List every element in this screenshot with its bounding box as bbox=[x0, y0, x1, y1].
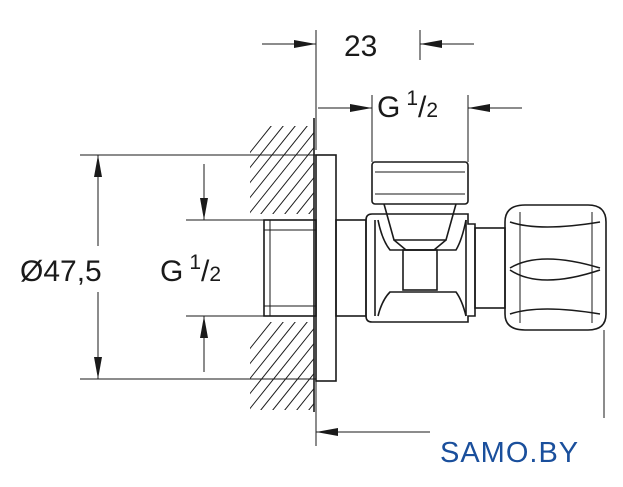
dim-top-width bbox=[262, 30, 474, 150]
wall-hatch-top bbox=[250, 126, 314, 214]
dim-top-thread-slash: / bbox=[418, 91, 427, 124]
dim-bottom-length bbox=[315, 330, 605, 446]
dim-top-thread-denominator: 2 bbox=[426, 99, 438, 122]
dim-top-thread bbox=[318, 95, 522, 162]
wall-hatch-bottom bbox=[250, 322, 314, 410]
dim-diameter-label: Ø47,5 bbox=[20, 255, 102, 288]
inlet-pipe bbox=[263, 219, 367, 317]
valve-top-head bbox=[371, 161, 469, 251]
dim-top-thread-numerator: 1 bbox=[406, 87, 418, 110]
dim-top-width-label: 23 bbox=[344, 30, 377, 63]
watermark-logo: SAMO.BY bbox=[440, 437, 579, 469]
rosette-flange bbox=[315, 154, 337, 382]
outlet-nut bbox=[474, 204, 607, 331]
dim-diameter bbox=[80, 154, 316, 380]
dim-left-thread-numerator: 1 bbox=[189, 251, 201, 274]
dim-left-thread-slash: / bbox=[201, 255, 210, 288]
dim-left-thread bbox=[186, 164, 264, 372]
dim-left-thread-denominator: 2 bbox=[209, 263, 221, 286]
valve-body bbox=[365, 213, 476, 323]
dim-top-thread-letter: G bbox=[377, 91, 400, 124]
dim-left-thread-letter: G bbox=[160, 255, 183, 288]
